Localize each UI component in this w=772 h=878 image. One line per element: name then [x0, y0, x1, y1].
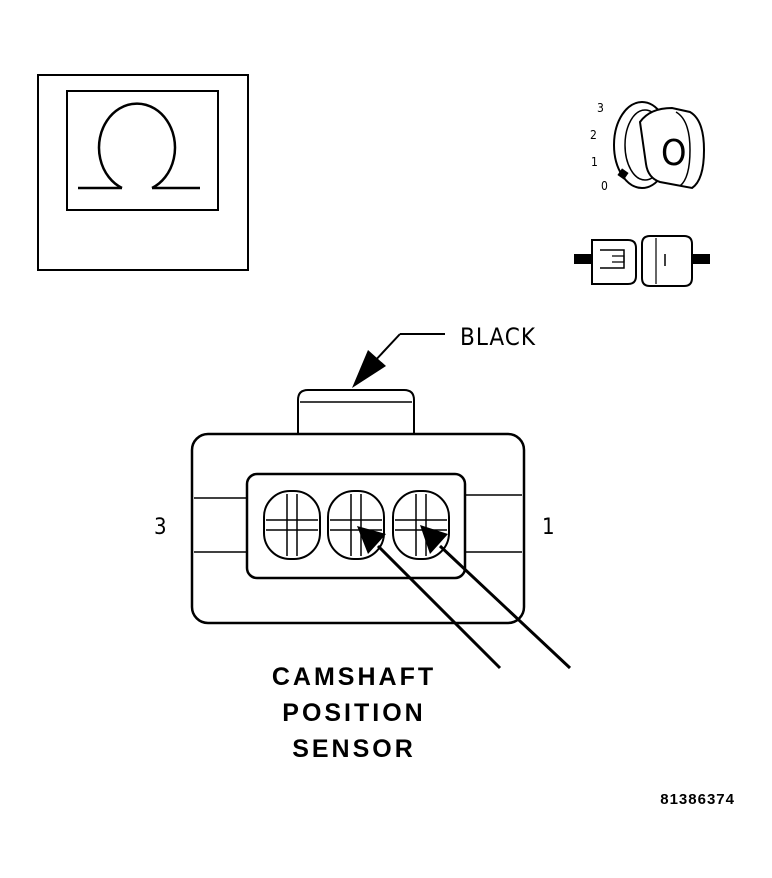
- probe-arrow-pin-1: [420, 525, 572, 670]
- component-title: CAMSHAFT POSITION SENSOR: [272, 663, 436, 763]
- probe-arrow-pin-2: [357, 526, 502, 670]
- title-line-3: SENSOR: [292, 735, 416, 763]
- ignition-position-0: 0: [601, 179, 608, 193]
- terminal-pin-2: [327, 490, 385, 560]
- ignition-key-icon: 3 2 1 0 O: [590, 101, 706, 193]
- terminal-pin-3: [263, 490, 321, 560]
- pin-label-left: 3: [154, 515, 167, 540]
- ohmmeter-omega-icon: [37, 74, 249, 271]
- pin-label-right: 1: [542, 515, 555, 540]
- terminal-pin-1: [392, 490, 450, 560]
- title-line-2: POSITION: [282, 699, 425, 727]
- figure-number: 81386374: [660, 791, 735, 808]
- ignition-key-glyph: O: [661, 133, 687, 174]
- disconnected-connector-icon: [574, 235, 710, 287]
- title-line-1: CAMSHAFT: [272, 663, 436, 691]
- color-callout: BLACK: [352, 323, 536, 388]
- ignition-position-3: 3: [597, 101, 604, 115]
- callout-color-label: BLACK: [460, 323, 536, 351]
- ignition-position-2: 2: [590, 128, 597, 142]
- ignition-position-1: 1: [591, 155, 598, 169]
